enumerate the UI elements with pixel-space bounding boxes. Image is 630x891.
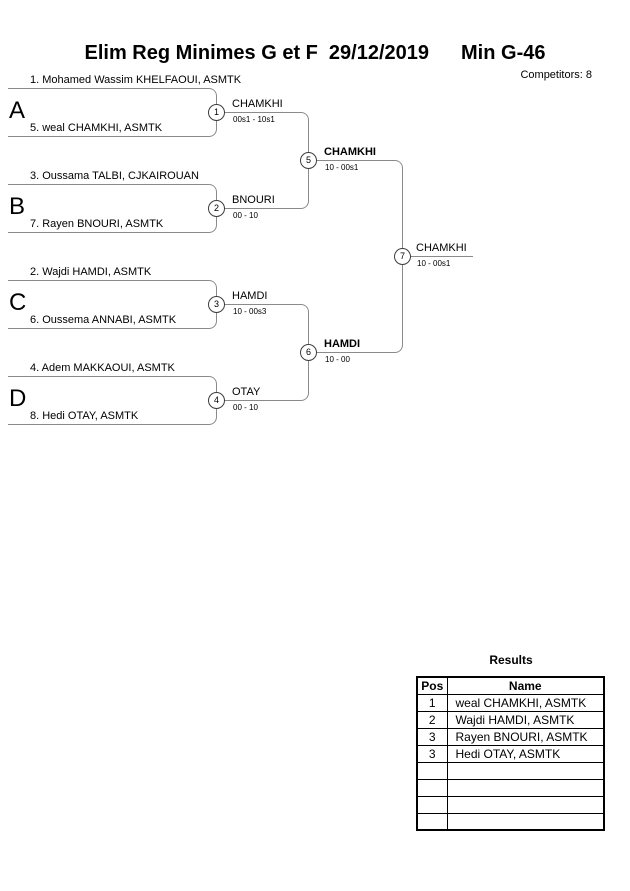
result-name: weal CHAMKHI, ASMTK: [446, 693, 605, 712]
result-pos: 2: [416, 710, 448, 729]
match-circle: 6: [300, 344, 317, 361]
player-name: 4. Adem MAKKAOUI, ASMTK: [30, 362, 175, 374]
result-name: Hedi OTAY, ASMTK: [446, 744, 605, 763]
results-row: [416, 812, 605, 831]
group-letter: D: [9, 385, 27, 412]
results-row: 2 Wajdi HAMDI, ASMTK: [416, 710, 605, 729]
player-name: 2. Wajdi HAMDI, ASMTK: [30, 266, 152, 278]
match-score: 00 - 10: [233, 211, 258, 220]
bracket-connector: [8, 376, 217, 425]
match-circle: 5: [300, 152, 317, 169]
match-number: 6: [305, 347, 311, 357]
match-circle: 4: [208, 392, 225, 409]
match-number: 5: [305, 155, 311, 165]
result-name: Wajdi HAMDI, ASMTK: [446, 710, 605, 729]
match-number: 2: [213, 203, 219, 213]
player-name: 6. Oussema ANNABI, ASMTK: [30, 314, 177, 326]
result-name: Rayen BNOURI, ASMTK: [446, 727, 605, 746]
match-score: 10 - 00s1: [417, 259, 451, 268]
result-pos: [416, 761, 448, 780]
match-number: 7: [399, 251, 405, 261]
group-letter: C: [9, 289, 27, 316]
group-letter: B: [9, 193, 26, 220]
page-title: Elim Reg Minimes G et F 29/12/2019 Min G…: [0, 42, 630, 65]
result-name: [446, 795, 605, 814]
competitors-count: Competitors: 8: [520, 69, 592, 81]
result-pos: [416, 795, 448, 814]
result-pos: [416, 812, 448, 831]
player-name: 3. Oussama TALBI, CJKAIROUAN: [30, 170, 199, 182]
match-score: 10 - 00: [325, 355, 350, 364]
title-category: Min G-46: [461, 42, 546, 64]
result-pos: [416, 778, 448, 797]
results-row: 3 Hedi OTAY, ASMTK: [416, 744, 605, 763]
player-name: 5. weal CHAMKHI, ASMTK: [30, 122, 163, 134]
results-col-pos: Pos: [416, 676, 448, 695]
match-circle: 7: [394, 248, 411, 265]
match-number: 1: [213, 107, 219, 117]
result-name: [446, 761, 605, 780]
results-row: 3 Rayen BNOURI, ASMTK: [416, 727, 605, 746]
player-name: 8. Hedi OTAY, ASMTK: [30, 410, 139, 422]
bracket-connector: [8, 184, 217, 233]
results-row: [416, 795, 605, 814]
bracket-connector: [224, 112, 309, 209]
match-score: 10 - 00s3: [233, 307, 267, 316]
match-winner: HAMDI: [324, 338, 361, 350]
player-name: 7. Rayen BNOURI, ASMTK: [30, 218, 164, 230]
match-circle: 1: [208, 104, 225, 121]
result-pos: 1: [416, 693, 448, 712]
match-circle: 2: [208, 200, 225, 217]
result-name: [446, 778, 605, 797]
match-winner: BNOURI: [232, 194, 275, 206]
match-number: 3: [213, 299, 219, 309]
bracket-final-line: [411, 256, 473, 257]
match-winner: HAMDI: [232, 290, 268, 302]
bracket-connector: [8, 280, 217, 329]
title-event: Elim Reg Minimes G et F: [84, 42, 318, 64]
results-table: Pos Name 1 weal CHAMKHI, ASMTK 2 Wajdi H…: [416, 676, 605, 831]
match-winner: CHAMKHI: [232, 98, 283, 110]
result-pos: 3: [416, 727, 448, 746]
player-name: 1. Mohamed Wassim KHELFAOUI, ASMTK: [30, 74, 242, 86]
results-col-name: Name: [446, 676, 605, 695]
match-score: 00s1 - 10s1: [233, 115, 275, 124]
results-row: 1 weal CHAMKHI, ASMTK: [416, 693, 605, 712]
bracket-connector: [316, 160, 403, 353]
bracket-connector: [224, 304, 309, 401]
result-pos: 3: [416, 744, 448, 763]
match-winner: OTAY: [232, 386, 261, 398]
match-number: 4: [213, 395, 219, 405]
results-title: Results: [489, 653, 533, 667]
match-winner: CHAMKHI: [324, 146, 376, 158]
results-row: [416, 778, 605, 797]
result-name: [446, 812, 605, 831]
title-date: 29/12/2019: [328, 42, 430, 64]
match-score: 10 - 00s1: [325, 163, 359, 172]
bracket-connector: [8, 88, 217, 137]
group-letter: A: [9, 97, 26, 124]
match-circle: 3: [208, 296, 225, 313]
match-score: 00 - 10: [233, 403, 258, 412]
results-row: [416, 761, 605, 780]
results-header-row: Pos Name: [416, 676, 605, 695]
match-winner: CHAMKHI: [416, 242, 467, 254]
